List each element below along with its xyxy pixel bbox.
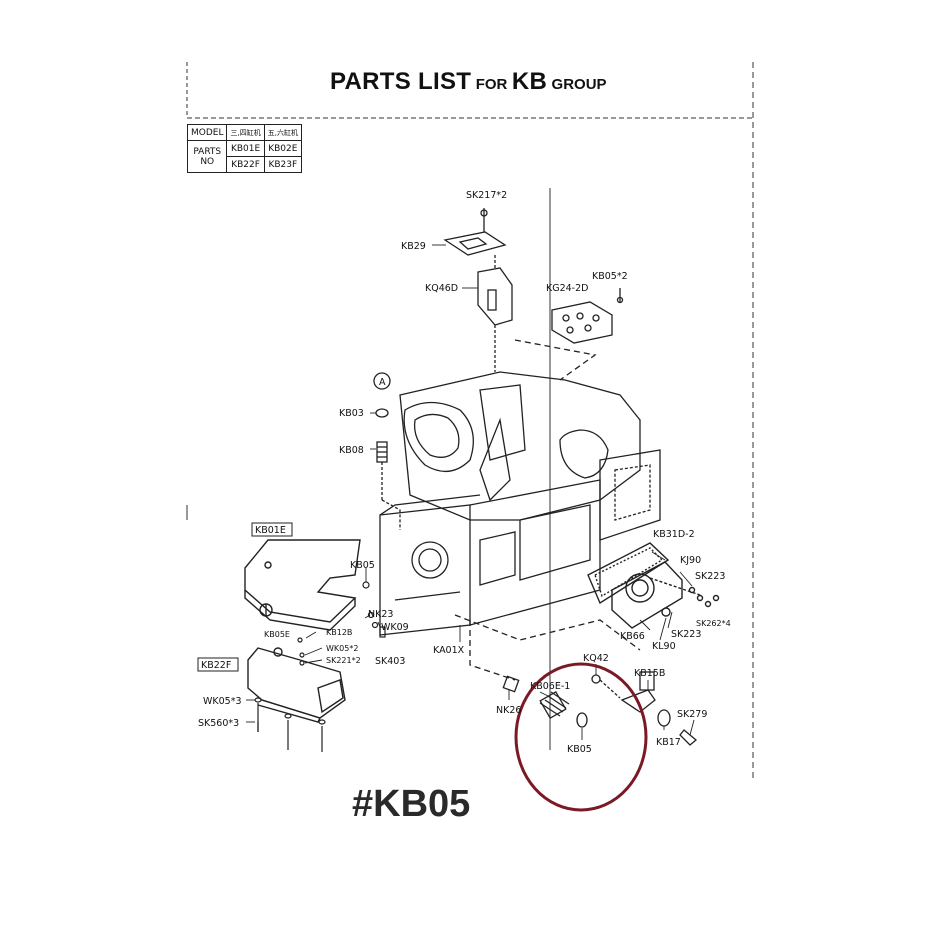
engine-block-ka01x <box>379 339 661 681</box>
parts-cell-1-2: KB02E <box>263 140 302 157</box>
label-circle-a: A <box>379 377 386 388</box>
model-label: MODEL <box>186 124 228 141</box>
label-kg24: KG24-2D <box>546 283 588 294</box>
fasteners <box>254 581 386 752</box>
label-sk217: SK217*2 <box>466 190 507 201</box>
label-kb05-bottom: KB05 <box>567 744 592 755</box>
label-kb15b: KB15B <box>634 668 665 679</box>
boxed-labels: KB01E KB22F <box>197 522 293 672</box>
label-kb22f: KB22F <box>201 660 231 671</box>
model-col1: 三,四缸机 <box>226 124 265 141</box>
label-kb12b: KB12B <box>326 628 352 637</box>
title-main: PARTS LIST <box>330 68 472 95</box>
kb29-cover-plate <box>443 208 507 256</box>
kq46d-bracket <box>477 255 513 372</box>
label-sk223a: SK223 <box>695 571 725 582</box>
label-sk279: SK279 <box>677 709 707 720</box>
model-col2: 五,六缸机 <box>263 124 302 141</box>
page-frame <box>186 62 754 780</box>
label-kq46d: KQ46D <box>425 283 458 294</box>
label-kj90: KJ90 <box>680 555 701 566</box>
label-kb05x2: KB05*2 <box>592 271 628 282</box>
label-kb05-left: KB05 <box>350 560 375 571</box>
title-for: FOR <box>475 76 508 93</box>
kg24-2d-block <box>551 288 624 344</box>
label-ka01x: KA01X <box>433 645 465 656</box>
label-sk560x3: SK560*3 <box>198 718 239 729</box>
label-sk403: SK403 <box>375 656 405 667</box>
label-kb03: KB03 <box>339 408 364 419</box>
parts-cell-2-1: KB22F <box>226 156 265 173</box>
title-group-code: KB <box>511 68 548 95</box>
parts-no-label: PARTS NO <box>186 140 228 173</box>
page-title: PARTS LIST FOR KB GROUP <box>330 68 607 96</box>
label-kb05e: KB05E <box>264 630 290 639</box>
label-kb17: KB17 <box>656 737 681 748</box>
label-kb06e: KB06E-1 <box>530 681 570 692</box>
label-wk09: WK09 <box>381 622 409 633</box>
label-sk221x2: SK221*2 <box>326 656 361 665</box>
label-kb01e: KB01E <box>255 525 286 536</box>
leader-lines <box>246 244 695 740</box>
label-nk26: NK26 <box>496 705 521 716</box>
kb01e-plate <box>244 539 361 631</box>
label-kl90: KL90 <box>652 641 676 652</box>
label-sk223b: SK223 <box>671 629 701 640</box>
label-kq42: KQ42 <box>583 653 609 664</box>
label-sk262: SK262*4 <box>696 619 731 628</box>
parts-cell-2-2: KB23F <box>263 156 302 173</box>
label-wk05x2: WK05*2 <box>326 644 358 653</box>
model-parts-table: MODEL 三,四缸机 五,六缸机 PARTS NO KB01E KB02E K… <box>186 124 302 173</box>
label-kb08: KB08 <box>339 445 364 456</box>
parts-cell-1-1: KB01E <box>226 140 265 157</box>
label-kb29: KB29 <box>401 241 426 252</box>
highlight-circle <box>514 662 648 812</box>
part-labels: SK217*2 KB29 KQ46D KB05*2 KG24-2D A KB03… <box>198 190 731 755</box>
title-group: GROUP <box>551 76 607 93</box>
label-kb31d: KB31D-2 <box>653 529 695 540</box>
callout-part-number: #KB05 <box>352 783 471 825</box>
kb31d-gasket-kb66-cover <box>587 542 720 629</box>
label-nk23: NK23 <box>368 609 393 620</box>
label-wk05x3: WK05*3 <box>203 696 242 707</box>
kb03-kb08-parts <box>373 372 401 530</box>
label-kb66: KB66 <box>620 631 645 642</box>
